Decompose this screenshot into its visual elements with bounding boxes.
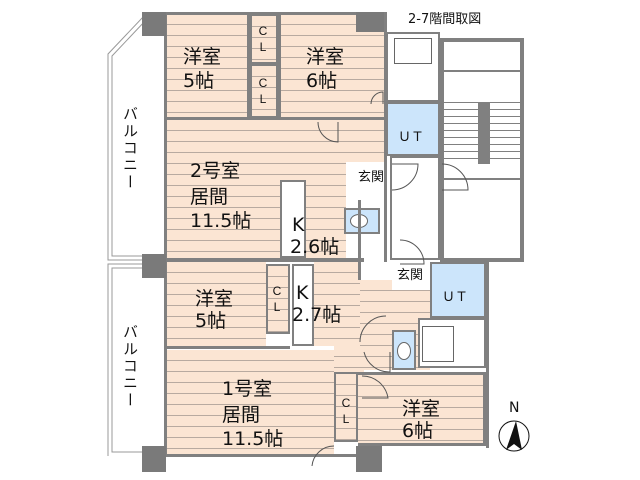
room-size: 11.5帖 <box>190 210 252 232</box>
balcony-label: バルコニー <box>121 106 139 191</box>
bathtub-icon <box>422 326 454 362</box>
closet-unit1-a <box>266 264 290 334</box>
wall <box>164 12 386 15</box>
room-size: 11.5帖 <box>222 428 284 450</box>
closet-label: C <box>258 76 268 90</box>
kitchen-unit1 <box>314 262 360 346</box>
room-size: 6帖 <box>306 70 338 92</box>
entrance-unit1 <box>392 262 430 290</box>
wall <box>486 262 489 448</box>
balcony-label: バルコニー <box>121 324 139 409</box>
balcony-upper: バルコニー <box>104 14 148 262</box>
room-western-5-unit2 <box>166 14 248 118</box>
kitchen-counter-unit1 <box>292 264 314 346</box>
floor-plan-title: 2-7階間取図 <box>408 12 482 27</box>
unit-number: 2号室 <box>190 160 241 182</box>
pillar <box>356 12 384 32</box>
pillar <box>142 254 166 278</box>
wall <box>278 12 281 118</box>
compass-north-label: N <box>509 400 520 416</box>
room-label: 洋室 <box>195 288 234 310</box>
closet-label: L <box>273 300 281 314</box>
ut-label: ＵＴ <box>398 130 425 145</box>
room-size: 6帖 <box>402 420 434 442</box>
living-connector-unit1 <box>334 346 364 372</box>
ut-label: ＵＴ <box>442 290 469 305</box>
toilet-icon <box>397 342 411 360</box>
wall <box>358 200 361 280</box>
wall <box>164 346 290 349</box>
entrance-unit2 <box>346 162 384 202</box>
room-western-5-unit1 <box>166 262 266 348</box>
closet-unit1-b <box>334 372 358 442</box>
bathtub-icon <box>394 38 432 64</box>
room-label: 洋室 <box>183 46 222 68</box>
unit-number: 1号室 <box>222 378 273 400</box>
room-size: 5帖 <box>183 70 215 92</box>
closet-label: L <box>259 40 267 54</box>
room-size: 2.6帖 <box>290 236 340 258</box>
room-size: 5帖 <box>195 310 227 332</box>
closet-label: C <box>272 284 282 298</box>
entrance-label: 玄関 <box>397 268 424 283</box>
pillar <box>356 446 382 472</box>
entrance-label: 玄関 <box>358 170 385 185</box>
wall <box>164 258 364 262</box>
room-living-unit2 <box>166 120 346 258</box>
closet-label: L <box>259 92 267 106</box>
room-label: K <box>292 214 305 236</box>
closet-label: C <box>341 396 351 410</box>
closet-label: C <box>258 24 268 38</box>
wall <box>384 12 387 262</box>
room-label: 洋室 <box>402 398 441 420</box>
corridor <box>390 156 440 260</box>
wall <box>247 12 250 118</box>
wall <box>164 454 360 457</box>
wall <box>164 12 167 456</box>
pillar <box>142 12 166 36</box>
room-label: 居間 <box>222 404 261 426</box>
north-arrow-icon <box>498 420 530 452</box>
pillar <box>142 446 166 472</box>
room-size: 2.7帖 <box>292 304 342 326</box>
ut-unit1 <box>430 262 486 318</box>
room-label: K <box>296 282 309 304</box>
closet-unit2-b <box>250 64 278 118</box>
closet-label: L <box>342 412 350 426</box>
closet-unit2-a <box>250 14 278 64</box>
stairwell <box>440 38 524 262</box>
room-label: 洋室 <box>306 46 345 68</box>
ut-unit2 <box>386 102 440 156</box>
room-living-unit1 <box>166 350 334 454</box>
wall <box>164 117 384 120</box>
kitchen-counter-unit2 <box>280 180 306 258</box>
balcony-lower: バルコニー <box>104 262 148 458</box>
room-label: 居間 <box>190 186 229 208</box>
room-western-6-unit1 <box>358 372 486 446</box>
compass: N <box>496 400 536 456</box>
